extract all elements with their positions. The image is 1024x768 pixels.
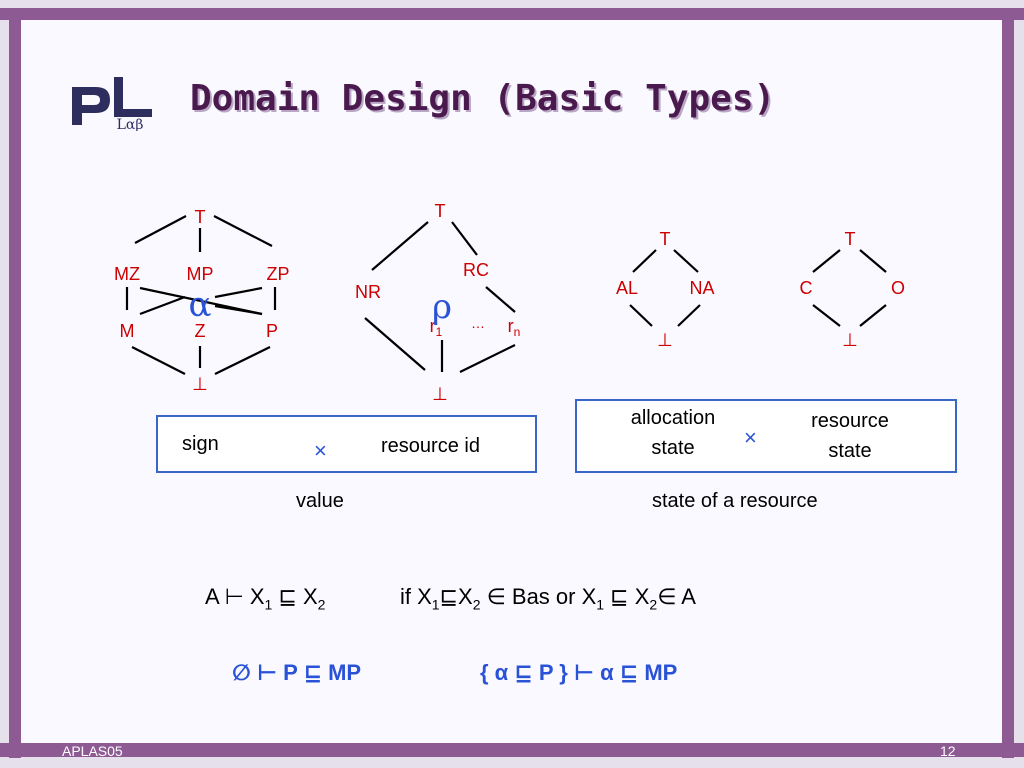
state-c-label: C (800, 278, 813, 298)
value-box-times: × (314, 438, 327, 463)
state-box-allocation-line2: state (651, 437, 695, 459)
sign-z-label: Z (195, 321, 206, 341)
state-box-allocation-line1: allocation (630, 407, 716, 429)
frame-bottom-bar (0, 743, 1024, 757)
value-box-sign: sign (182, 433, 219, 455)
subtype-rule-condition: if X1⊑X2 ∈ Bas or X1 ⊑ X2∈ A (400, 584, 696, 613)
res-nr-label: NR (355, 282, 381, 302)
res-top-label: T (435, 201, 446, 221)
pl-lab-logo: Lαβ (72, 77, 152, 131)
footer-page-number: 12 (940, 743, 956, 759)
res-dots-label: … (471, 315, 485, 331)
alloc-bottom-label: ⊥ (657, 330, 673, 350)
sign-mz-label: MZ (114, 264, 140, 284)
sign-bottom-label: ⊥ (192, 374, 208, 394)
value-box-resource-id: resource id (381, 435, 480, 457)
state-bottom-label: ⊥ (842, 330, 858, 350)
rho-symbol: ρ (432, 287, 452, 327)
slide-title: Domain Design (Basic Types) (190, 78, 776, 119)
state-o-label: O (891, 278, 905, 298)
alpha-symbol: α (189, 285, 212, 325)
frame-right-bar (1002, 8, 1014, 758)
state-box-resource-line1: resource (811, 410, 889, 432)
state-box-resource-line2: state (828, 440, 872, 462)
subtype-rule-judgment: A ⊢ X1 ⊑ X2 (205, 584, 326, 613)
example-alpha-context: { α ⊑ P } ⊢ α ⊑ MP (480, 660, 678, 685)
res-r1-label: r1 (430, 316, 443, 339)
example-empty-context: ∅ ⊢ P ⊑ MP (232, 660, 362, 685)
state-box-resource: resource state (790, 409, 910, 463)
footer-conference: APLAS05 (62, 743, 123, 759)
frame-left-bar (9, 8, 21, 758)
sign-p-label: P (266, 321, 278, 341)
alloc-top-label: T (660, 229, 671, 249)
sign-zp-label: ZP (266, 264, 289, 284)
value-box (156, 415, 537, 473)
state-top-label: T (845, 229, 856, 249)
logo-subtext: Lαβ (117, 117, 144, 131)
res-bottom-label: ⊥ (432, 384, 448, 404)
sign-mp-label: MP (187, 264, 214, 284)
sign-top-label: T (195, 207, 206, 227)
res-rc-label: RC (463, 260, 489, 280)
value-caption: value (296, 490, 344, 512)
alloc-na-label: NA (689, 278, 714, 298)
state-caption: state of a resource (652, 490, 818, 512)
state-box-allocation: allocation state (612, 406, 734, 460)
slide-background (9, 20, 1002, 743)
res-rn-label: rn (508, 316, 521, 339)
alloc-al-label: AL (616, 278, 638, 298)
state-box (575, 399, 957, 473)
frame-top-bar (0, 8, 1024, 20)
sign-m-label: M (120, 321, 135, 341)
state-box-times: × (744, 425, 757, 450)
